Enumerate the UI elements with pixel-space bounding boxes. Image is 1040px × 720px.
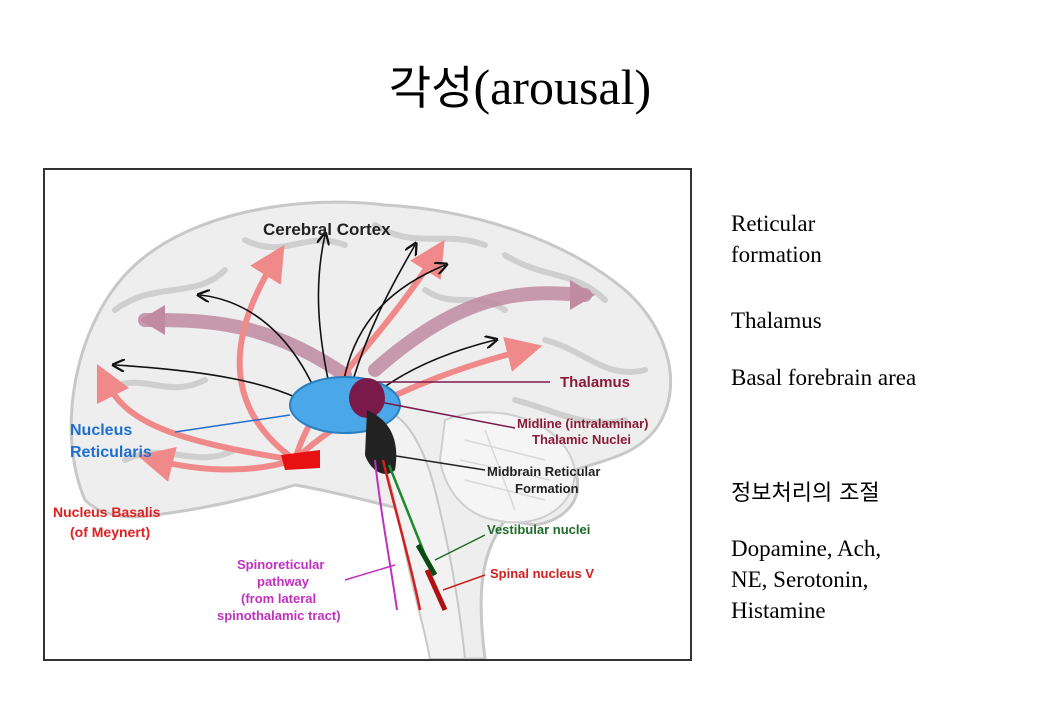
spinal-pointer bbox=[442, 574, 486, 591]
label-nucleus-basalis-1: Nucleus Basalis bbox=[53, 504, 161, 520]
label-spinoreticular-1: Spinoreticular bbox=[237, 557, 324, 572]
title-korean: 각성 bbox=[388, 61, 474, 115]
reticularis-pointer bbox=[174, 414, 291, 433]
label-spinal: Spinal nucleus V bbox=[490, 566, 594, 581]
vestibular-pointer bbox=[434, 534, 486, 561]
cortical-projection-arrows bbox=[138, 286, 592, 382]
side-nt-line2: NE, Serotonin, bbox=[731, 567, 869, 592]
side-reticular: Reticular formation bbox=[731, 208, 822, 270]
spinoreticular-pointer bbox=[344, 564, 396, 581]
side-nt-line1: Dopamine, Ach, bbox=[731, 536, 882, 561]
label-nucleus-basalis-2: (of Meynert) bbox=[70, 524, 150, 540]
title-english: (arousal) bbox=[473, 59, 652, 115]
cerebellum-folia bbox=[459, 429, 551, 511]
side-reticular-line1: Reticular bbox=[731, 211, 816, 236]
label-midline-2: Thalamic Nuclei bbox=[532, 432, 631, 447]
label-midline-1: Midline (intralaminar) bbox=[517, 416, 648, 431]
label-cerebral-cortex: Cerebral Cortex bbox=[263, 220, 391, 239]
diagram-canvas: Cerebral Cortex Thalamus Nucleus Reticul… bbox=[53, 200, 673, 659]
intralaminar-nuclei bbox=[349, 378, 385, 418]
midbrain-reticular-structure bbox=[365, 410, 397, 475]
spinal-nucleus-v bbox=[424, 568, 448, 612]
side-neurotransmitters: Dopamine, Ach, NE, Serotonin, Histamine bbox=[731, 533, 881, 626]
nucleus-basalis-structure bbox=[281, 450, 320, 470]
page-title: 각성(arousal) bbox=[0, 52, 1040, 123]
side-thalamus: Thalamus bbox=[731, 308, 822, 333]
vestibular-nucleus bbox=[415, 543, 438, 577]
side-reticular-line2: formation bbox=[731, 242, 822, 267]
side-korean-heading: 정보처리의 조절 bbox=[731, 481, 880, 506]
label-midbrain-2: Formation bbox=[515, 481, 579, 496]
spinoreticular-pathway bbox=[374, 459, 398, 611]
label-spinoreticular-4: spinothalamic tract) bbox=[217, 608, 341, 623]
midbrain-pointer bbox=[389, 454, 486, 471]
side-nt-line3: Histamine bbox=[731, 598, 826, 623]
cerebellum bbox=[438, 411, 577, 524]
label-thalamus: Thalamus bbox=[560, 374, 630, 391]
label-vestibular: Vestibular nuclei bbox=[487, 522, 590, 537]
midline-pointer bbox=[379, 401, 516, 429]
label-spinoreticular-3: (from lateral bbox=[241, 591, 316, 606]
side-basal-forebrain: Basal forebrain area bbox=[731, 365, 917, 390]
spinal-nucleus-v-tract bbox=[381, 459, 422, 611]
brain-arousal-diagram: Cerebral Cortex Thalamus Nucleus Reticul… bbox=[43, 168, 692, 661]
label-spinoreticular-2: pathway bbox=[257, 574, 310, 589]
basal-forebrain-arrows bbox=[96, 239, 543, 482]
label-midbrain-1: Midbrain Reticular bbox=[487, 464, 600, 479]
label-nucleus-reticularis-1: Nucleus bbox=[70, 422, 132, 439]
label-nucleus-reticularis-2: Reticularis bbox=[70, 444, 152, 461]
